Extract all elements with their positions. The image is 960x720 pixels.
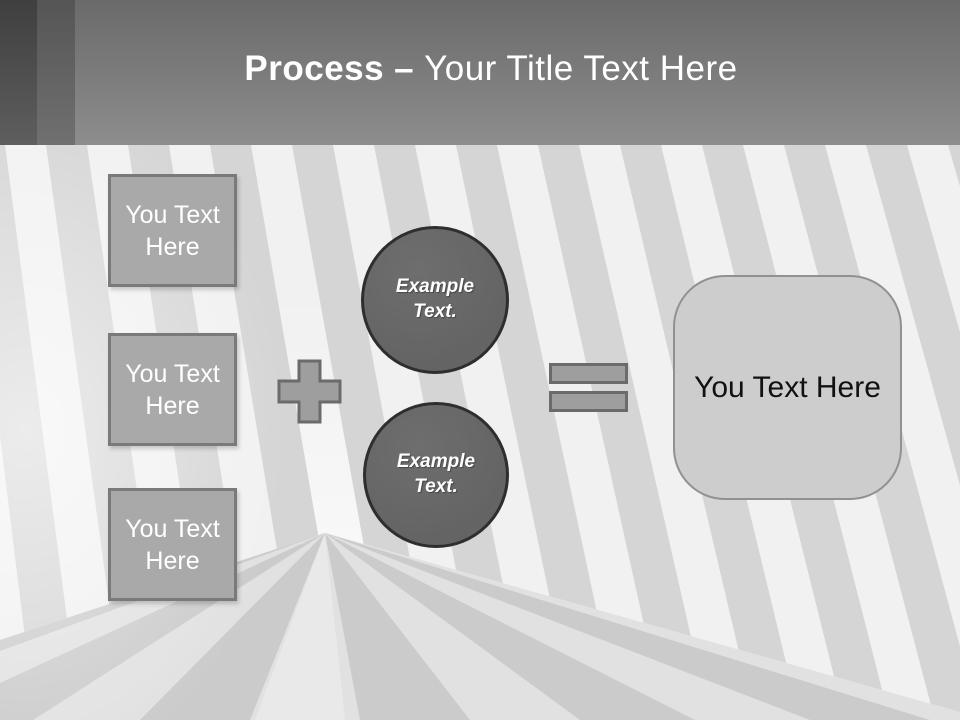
slide-title[interactable]: Process – Your Title Text Here — [0, 49, 960, 89]
title-text: Your Title Text Here — [424, 49, 738, 88]
title-separator: – — [394, 49, 415, 88]
example-circle-1[interactable]: Example Text. — [361, 226, 509, 374]
input-box-label: You Text Here — [125, 514, 220, 575]
equals-bar-bottom — [549, 391, 628, 412]
plus-shape — [277, 359, 342, 424]
equals-icon[interactable] — [549, 363, 628, 412]
plus-icon[interactable] — [277, 359, 342, 424]
input-box-2[interactable]: You Text Here — [108, 333, 237, 446]
input-box-label: You Text Here — [125, 200, 220, 261]
example-circle-2[interactable]: Example Text. — [363, 402, 509, 548]
example-circle-label: Example Text. — [396, 451, 476, 497]
result-box[interactable]: You Text Here — [673, 275, 902, 500]
result-box-label: You Text Here — [694, 370, 881, 404]
equals-bar-top — [549, 363, 628, 384]
example-circle-label: Example Text. — [395, 276, 475, 322]
input-box-3[interactable]: You Text Here — [108, 488, 237, 601]
input-box-label: You Text Here — [125, 359, 220, 420]
title-keyword: Process — [244, 49, 385, 88]
input-box-1[interactable]: You Text Here — [108, 174, 237, 287]
